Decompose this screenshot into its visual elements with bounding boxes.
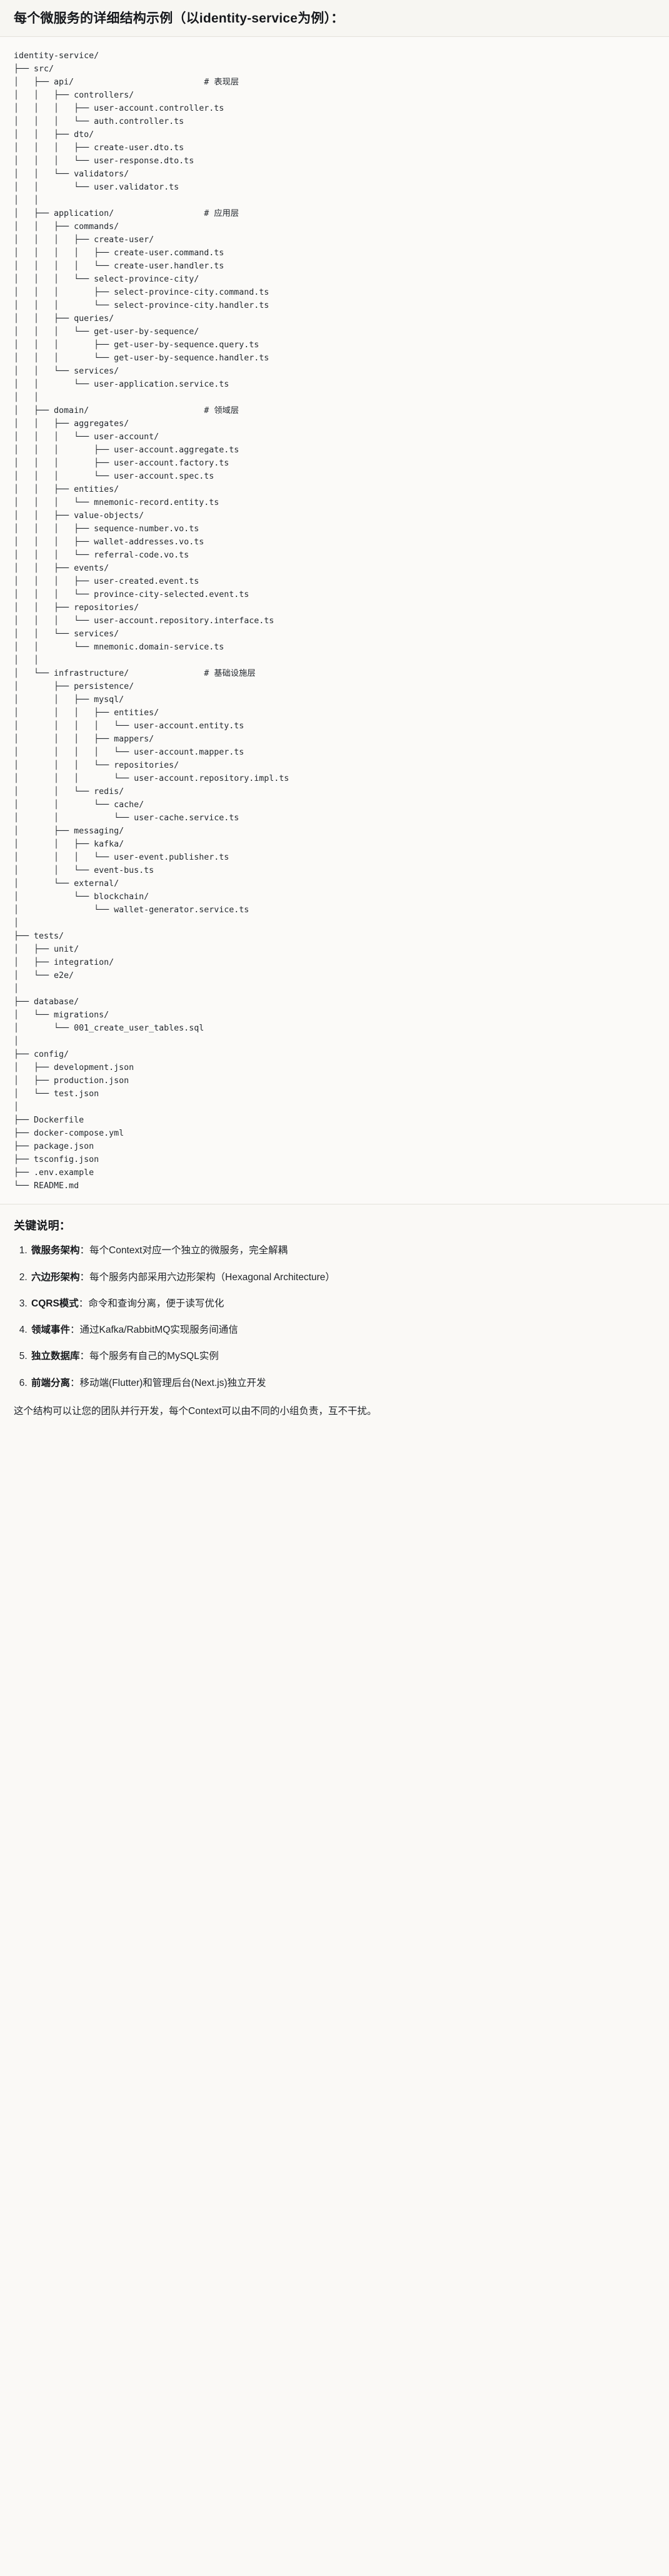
directory-tree-block: identity-service/ ├── src/ │ ├── api/ # …: [0, 37, 669, 1205]
page-title: 每个微服务的详细结构示例（以identity-service为例）：: [14, 11, 345, 26]
key-point-term: 领域事件: [31, 1325, 71, 1336]
key-point-term: 六边形架构: [31, 1271, 80, 1283]
document-header: 每个微服务的详细结构示例（以identity-service为例）：: [0, 0, 669, 38]
key-point-term: 独立数据库: [31, 1351, 80, 1362]
list-item: 前端分离：移动端(Flutter)和管理后台(Next.js)独立开发: [30, 1376, 655, 1390]
key-point-term: 微服务架构: [31, 1245, 80, 1256]
key-point-desc: 通过Kafka/RabbitMQ实现服务间通信: [79, 1325, 238, 1336]
key-point-desc: 每个Context对应一个独立的微服务，完全解耦: [89, 1245, 288, 1256]
key-point-separator: ：: [79, 1351, 90, 1362]
key-point-separator: ：: [70, 1325, 80, 1336]
key-point-term: CQRS模式: [31, 1298, 79, 1309]
key-point-separator: ：: [79, 1271, 90, 1283]
list-item: 独立数据库：每个服务有自己的MySQL实例: [30, 1349, 655, 1363]
key-point-desc: 移动端(Flutter)和管理后台(Next.js)独立开发: [79, 1377, 266, 1388]
key-point-term: 前端分离: [31, 1377, 71, 1388]
key-points-heading: 关键说明：: [14, 1219, 71, 1233]
key-point-separator: ：: [70, 1377, 80, 1388]
closing-paragraph: 这个结构可以让您的团队并行开发，每个Context可以由不同的小组负责，互不干扰…: [14, 1405, 377, 1417]
list-item: CQRS模式：命令和查询分离，便于读写优化: [30, 1296, 655, 1311]
list-item: 领域事件：通过Kafka/RabbitMQ实现服务间通信: [30, 1323, 655, 1337]
key-points-section: 关键说明： 微服务架构：每个Context对应一个独立的微服务，完全解耦 六边形…: [0, 1204, 669, 1436]
key-point-separator: ：: [79, 1245, 90, 1256]
directory-tree: identity-service/ ├── src/ │ ├── api/ # …: [14, 51, 289, 1191]
key-point-separator: ：: [78, 1298, 89, 1309]
key-points-list: 微服务架构：每个Context对应一个独立的微服务，完全解耦 六边形架构：每个服…: [14, 1243, 655, 1390]
list-item: 微服务架构：每个Context对应一个独立的微服务，完全解耦: [30, 1243, 655, 1258]
key-point-desc: 每个服务内部采用六边形架构（Hexagonal Architecture）: [89, 1271, 335, 1283]
list-item: 六边形架构：每个服务内部采用六边形架构（Hexagonal Architectu…: [30, 1270, 655, 1285]
key-point-desc: 命令和查询分离，便于读写优化: [88, 1298, 224, 1309]
document-page: 每个微服务的详细结构示例（以identity-service为例）： ident…: [0, 0, 669, 1436]
key-point-desc: 每个服务有自己的MySQL实例: [89, 1351, 219, 1362]
